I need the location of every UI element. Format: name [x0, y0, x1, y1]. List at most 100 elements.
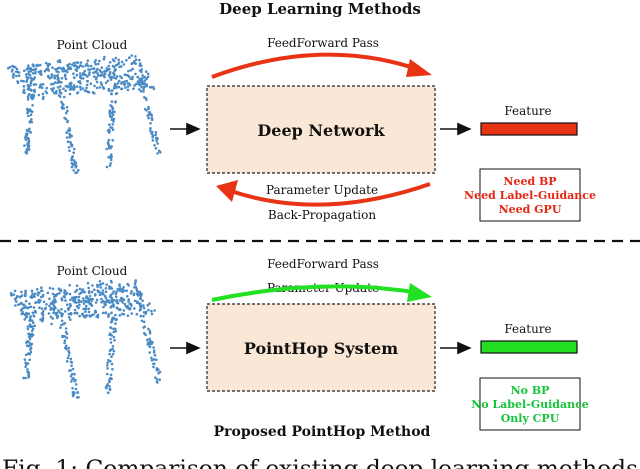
cloud-point	[28, 317, 32, 320]
cloud-point	[29, 346, 33, 350]
cloud-point	[27, 72, 30, 76]
cloud-point	[26, 368, 29, 371]
cloud-point	[57, 287, 61, 291]
cloud-point	[112, 117, 116, 121]
cloud-point	[51, 287, 55, 291]
cloud-point	[150, 356, 153, 360]
top-update-arrowhead	[216, 180, 238, 202]
cloud-point	[69, 369, 72, 372]
cloud-point	[59, 85, 62, 88]
cloud-point	[112, 335, 116, 339]
cloud-point	[92, 75, 96, 78]
cloud-point	[109, 293, 113, 297]
cloud-point	[68, 136, 72, 139]
cloud-point	[90, 290, 94, 294]
cloud-point	[117, 58, 120, 62]
cloud-point	[22, 91, 26, 94]
cloud-point	[32, 64, 35, 68]
cloud-point	[104, 81, 108, 85]
cloud-point	[50, 82, 53, 86]
cloud-point	[114, 292, 118, 296]
cloud-point	[159, 151, 162, 154]
cloud-point	[132, 292, 136, 295]
cloud-point	[100, 83, 103, 86]
cloud-point	[24, 353, 28, 357]
cloud-point	[155, 367, 159, 370]
cloud-point	[126, 306, 129, 310]
cloud-point	[144, 97, 148, 100]
cloud-point	[129, 77, 133, 80]
cloud-point	[66, 64, 69, 67]
cloud-point	[94, 63, 98, 66]
cloud-point	[150, 312, 154, 316]
cloud-point	[112, 327, 115, 331]
cloud-point	[122, 63, 126, 66]
cloud-point	[106, 364, 109, 367]
cloud-point	[123, 302, 127, 306]
cloud-point	[101, 299, 105, 303]
cloud-point	[155, 369, 159, 372]
cloud-point	[138, 291, 141, 294]
cloud-point	[68, 306, 71, 309]
cloud-point	[70, 380, 73, 383]
cloud-point	[62, 103, 65, 106]
cloud-point	[10, 70, 14, 73]
cloud-point	[142, 306, 146, 310]
cloud-point	[147, 107, 150, 110]
bottom-property-3: Only CPU	[501, 412, 560, 425]
cloud-point	[108, 287, 111, 290]
cloud-point	[19, 309, 23, 312]
cloud-point	[83, 89, 87, 92]
cloud-point	[114, 77, 118, 80]
cloud-point	[68, 62, 71, 66]
cloud-point	[123, 82, 127, 86]
cloud-point	[28, 92, 31, 96]
cloud-point	[51, 89, 54, 93]
cloud-point	[70, 143, 74, 147]
cloud-point	[80, 313, 84, 316]
cloud-point	[30, 118, 33, 121]
cloud-point	[23, 144, 26, 147]
cloud-point	[126, 314, 130, 318]
top-input-label: Point Cloud	[57, 38, 128, 52]
cloud-point	[133, 299, 137, 303]
cloud-point	[59, 91, 63, 95]
cloud-point	[80, 288, 84, 292]
cloud-point	[110, 296, 113, 300]
cloud-point	[63, 339, 67, 342]
cloud-point	[115, 306, 119, 310]
cloud-point	[26, 327, 30, 331]
cloud-point	[63, 289, 66, 292]
cloud-point	[98, 293, 102, 296]
cloud-point	[139, 294, 143, 298]
cloud-point	[67, 146, 71, 149]
cloud-point	[99, 282, 103, 286]
cloud-point	[71, 393, 75, 397]
cloud-point	[112, 316, 116, 320]
cloud-point	[78, 85, 82, 89]
cloud-point	[52, 82, 55, 86]
cloud-point	[30, 93, 34, 97]
cloud-point	[63, 69, 67, 73]
cloud-point	[33, 88, 36, 92]
cloud-point	[69, 375, 73, 378]
cloud-point	[149, 129, 152, 132]
cloud-point	[46, 291, 50, 295]
cloud-point	[76, 91, 80, 94]
cloud-point	[100, 297, 103, 301]
top-property-1: Need BP	[503, 175, 556, 188]
cloud-point	[11, 74, 15, 77]
cloud-point	[106, 361, 109, 365]
cloud-point	[31, 104, 34, 107]
cloud-point	[109, 156, 112, 159]
cloud-point	[102, 57, 106, 61]
cloud-point	[109, 373, 113, 377]
cloud-point	[74, 383, 78, 386]
cloud-point	[54, 300, 57, 304]
cloud-point	[12, 293, 16, 296]
cloud-point	[146, 114, 150, 117]
cloud-point	[127, 300, 130, 303]
cloud-point	[40, 286, 43, 290]
cloud-point	[84, 310, 87, 314]
